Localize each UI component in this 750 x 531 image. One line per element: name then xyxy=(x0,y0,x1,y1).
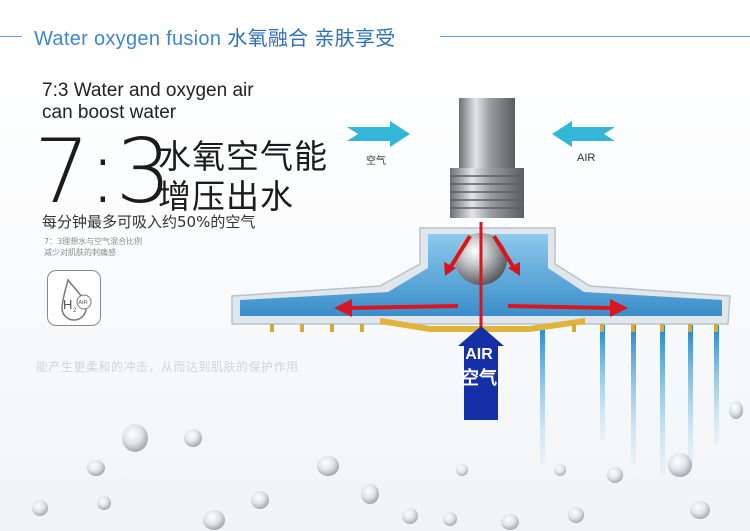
faded-caption: 能产生更柔和的冲击，从而达到肌肤的保护作用 xyxy=(36,360,299,374)
svg-text:H: H xyxy=(63,297,72,312)
per-minute-text: 每分钟最多可吸入约50%的空气 xyxy=(42,213,256,231)
ratio-caption-line-2: 增压出水 xyxy=(158,177,294,216)
right-air-label: AIR xyxy=(577,152,596,164)
small-note: 7：3理想水与空气混合比例 减少对肌肤的刺痛感 xyxy=(44,236,142,258)
ratio-caption-line-1: 水氧空气能 xyxy=(158,137,328,176)
ratio-big: 7:3 xyxy=(34,120,172,223)
h2-air-icon: H 2 AIR xyxy=(47,270,101,326)
flow-arrows xyxy=(334,222,628,330)
water-streams xyxy=(540,325,719,475)
svg-text:AIR: AIR xyxy=(79,300,88,306)
svg-text:2: 2 xyxy=(73,308,77,314)
header-title-cn: 水氧融合 亲肤享受 xyxy=(227,28,396,50)
water-droplets xyxy=(32,401,743,530)
air-inlet-label-en: AIR xyxy=(465,346,493,363)
air-inlet-arrow xyxy=(458,326,504,420)
air-intake-arrows xyxy=(347,121,615,147)
header-rule-right xyxy=(440,36,750,37)
ratio-caption: 水氧空气能 增压出水 xyxy=(158,137,328,217)
left-air-label: 空气 xyxy=(366,156,386,167)
air-inlet-label-cn: 空气 xyxy=(461,368,497,388)
small-note-line-2: 减少对肌肤的刺痛感 xyxy=(44,248,116,257)
air-inlet-label: AIR 空气 xyxy=(453,346,505,388)
small-note-line-1: 7：3理想水与空气混合比例 xyxy=(44,237,143,246)
header-title-en: Water oxygen fusion xyxy=(34,28,222,50)
intro-text: 7:3 Water and oxygen air can boost water xyxy=(42,80,254,124)
intro-line-1: 7:3 Water and oxygen air xyxy=(42,80,254,101)
intro-line-2: can boost water xyxy=(42,102,177,123)
header-rule-left xyxy=(0,36,22,37)
